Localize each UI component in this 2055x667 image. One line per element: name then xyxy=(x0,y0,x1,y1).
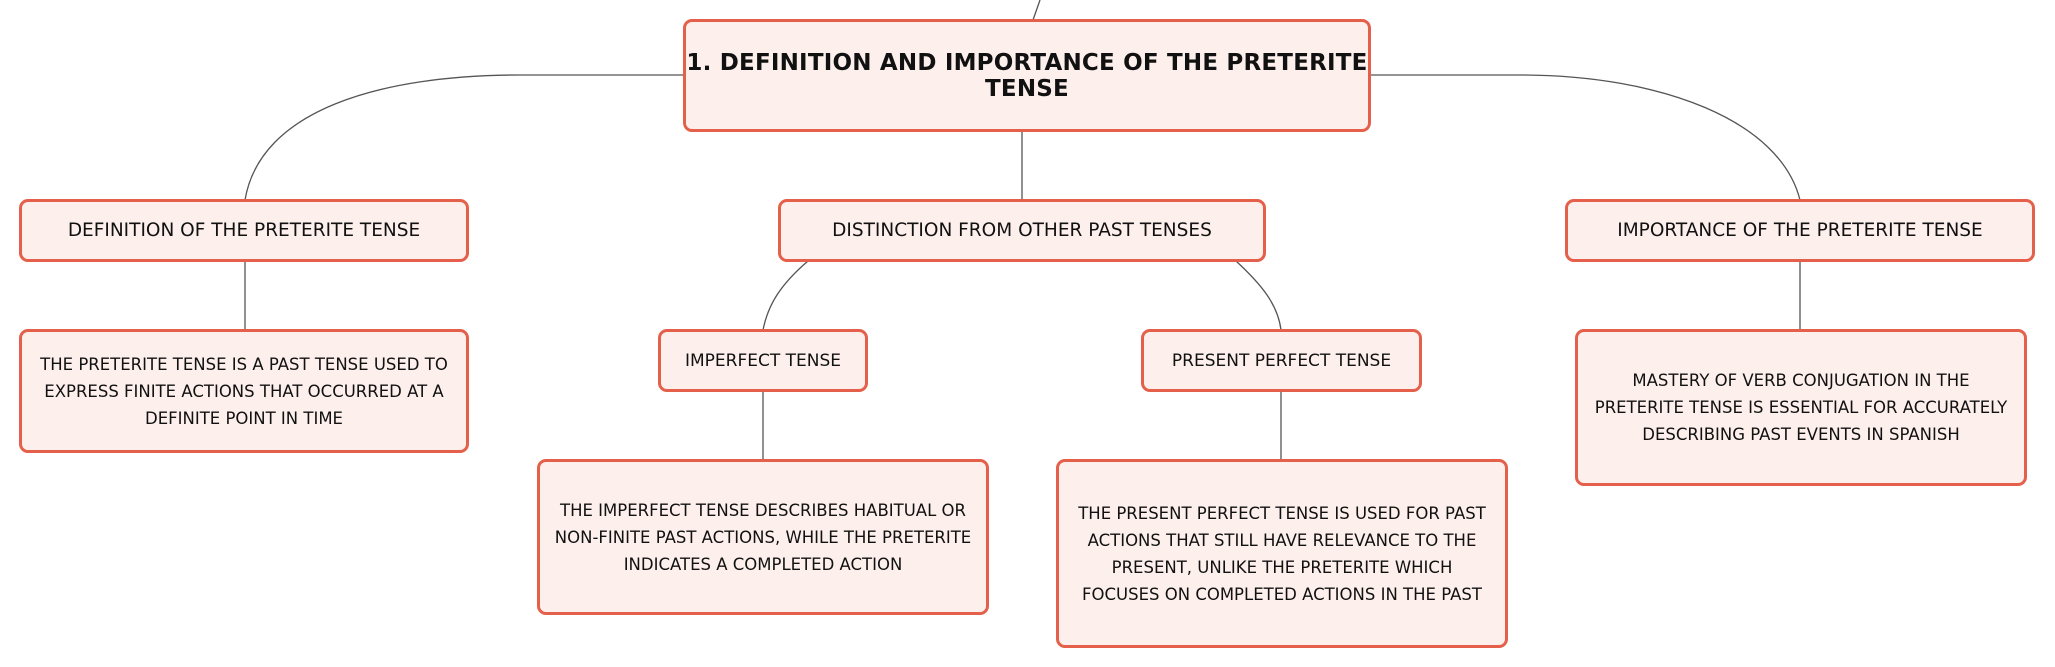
definition-node-label: DEFINITION OF THE PRETERITE TENSE xyxy=(67,220,421,241)
connector-root-to-importance xyxy=(1370,74,1801,201)
distinction-node[interactable]: DISTINCTION FROM OTHER PAST TENSES xyxy=(778,199,1266,262)
present-perfect-tense-label: PRESENT PERFECT TENSE xyxy=(1171,350,1392,371)
imperfect-tense-node[interactable]: IMPERFECT TENSE xyxy=(658,329,868,392)
connector-parent-to-root xyxy=(1032,0,1041,21)
imperfect-tense-label: IMPERFECT TENSE xyxy=(684,350,842,371)
root-node[interactable]: 1. DEFINITION AND IMPORTANCE OF THE PRET… xyxy=(683,19,1371,132)
importance-text: MASTERY OF VERB CONJUGATION IN THE PRETE… xyxy=(1594,371,2008,444)
definition-node[interactable]: DEFINITION OF THE PRETERITE TENSE xyxy=(19,199,469,262)
connector-distinction-to-imperfect xyxy=(762,260,809,331)
importance-node-label: IMPORTANCE OF THE PRETERITE TENSE xyxy=(1617,220,1983,241)
imperfect-text: THE IMPERFECT TENSE DESCRIBES HABITUAL O… xyxy=(554,500,972,574)
definition-text-node[interactable]: THE PRETERITE TENSE IS A PAST TENSE USED… xyxy=(19,329,469,453)
importance-node[interactable]: IMPORTANCE OF THE PRETERITE TENSE xyxy=(1565,199,2035,262)
root-node-label: 1. DEFINITION AND IMPORTANCE OF THE PRET… xyxy=(686,49,1368,102)
present-perfect-text: THE PRESENT PERFECT TENSE IS USED FOR PA… xyxy=(1078,503,1486,604)
definition-text: THE PRETERITE TENSE IS A PAST TENSE USED… xyxy=(40,354,448,428)
connector-distinction-to-present-perfect xyxy=(1235,260,1282,331)
connector-root-to-definition xyxy=(244,74,685,201)
present-perfect-tense-node[interactable]: PRESENT PERFECT TENSE xyxy=(1141,329,1422,392)
importance-text-node[interactable]: MASTERY OF VERB CONJUGATION IN THE PRETE… xyxy=(1575,329,2027,486)
present-perfect-text-node[interactable]: THE PRESENT PERFECT TENSE IS USED FOR PA… xyxy=(1056,459,1508,648)
imperfect-text-node[interactable]: THE IMPERFECT TENSE DESCRIBES HABITUAL O… xyxy=(537,459,989,615)
distinction-node-label: DISTINCTION FROM OTHER PAST TENSES xyxy=(832,220,1212,241)
